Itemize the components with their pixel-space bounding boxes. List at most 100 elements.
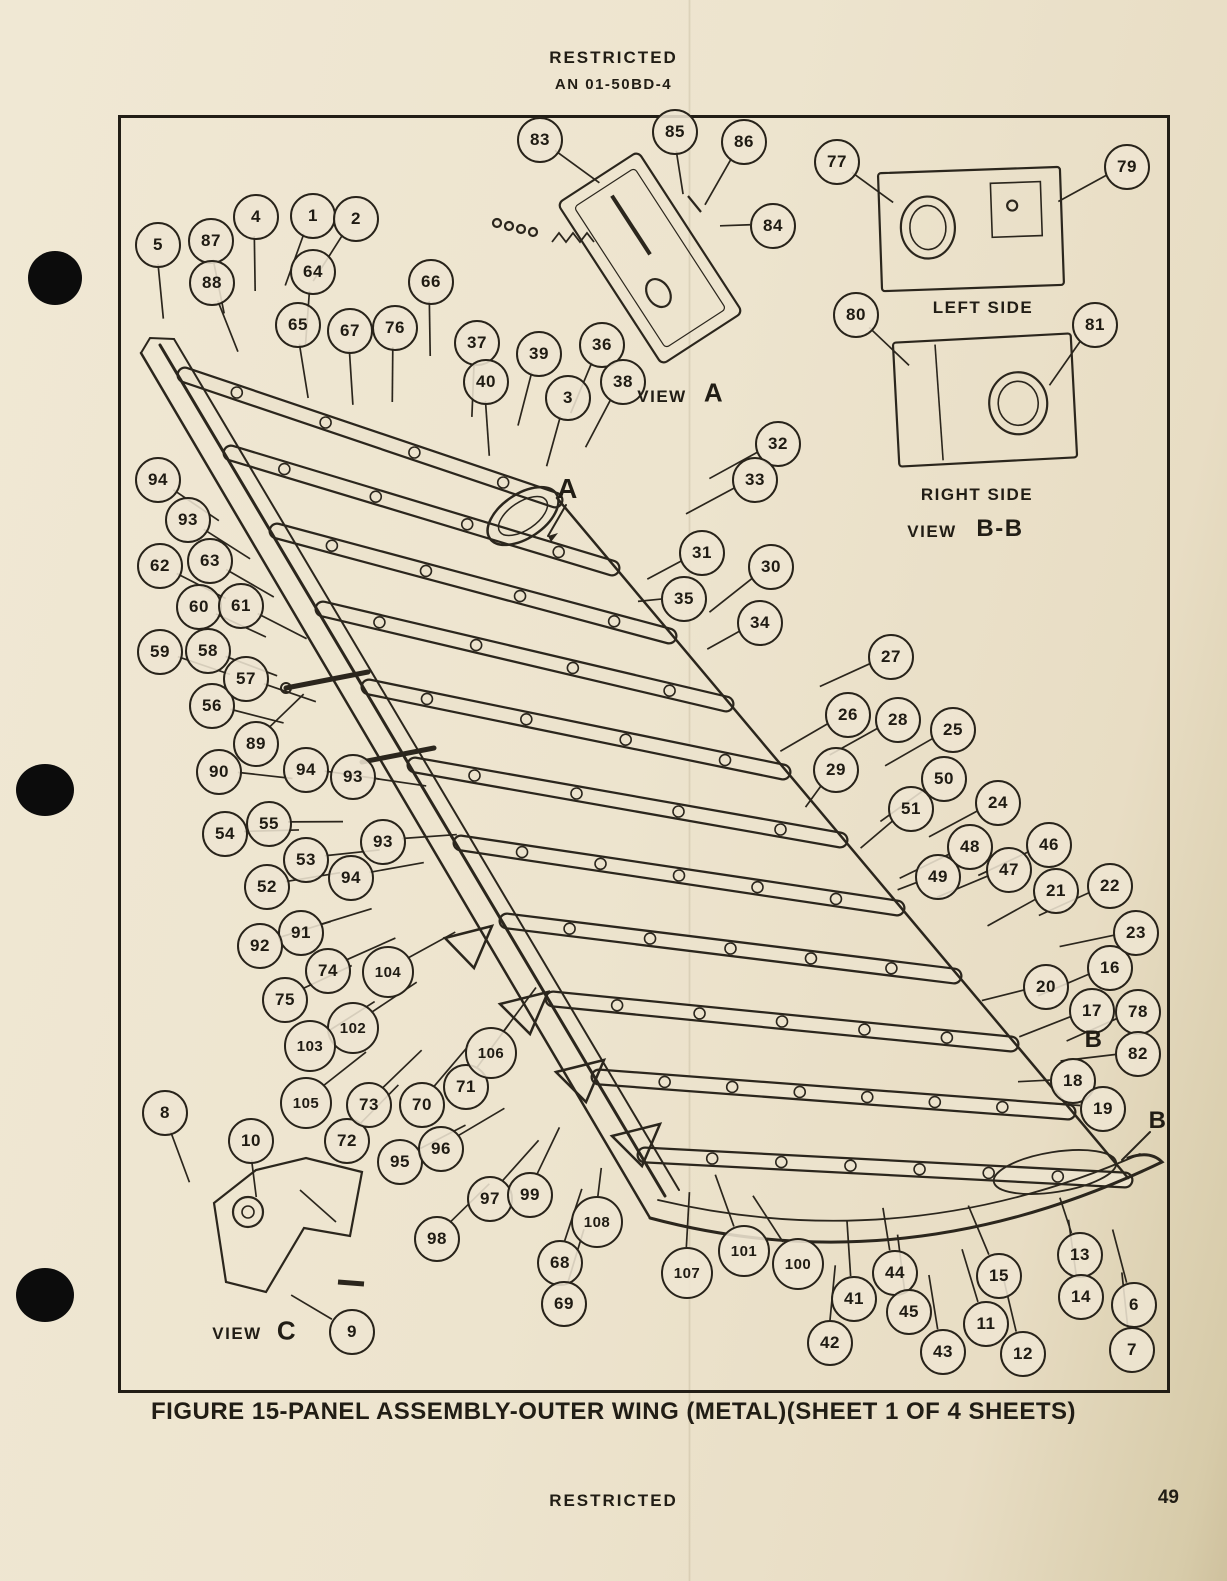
view-label-view: VIEW xyxy=(907,522,957,541)
leader-line xyxy=(1059,934,1114,948)
trailing-edge xyxy=(555,496,1130,1180)
callout-54: 54 xyxy=(202,811,248,857)
leader-line xyxy=(406,931,456,960)
leader-line xyxy=(884,737,934,767)
callout-19: 19 xyxy=(1080,1086,1126,1132)
leader-line xyxy=(268,693,305,729)
callout-55: 55 xyxy=(246,801,292,847)
leader-line xyxy=(675,150,684,195)
leader-line xyxy=(502,986,537,1033)
callout-98: 98 xyxy=(414,1216,460,1262)
callout-63: 63 xyxy=(187,538,233,584)
leader-line xyxy=(584,398,612,448)
callout-52: 52 xyxy=(244,864,290,910)
leader-line xyxy=(225,568,275,598)
callout-75: 75 xyxy=(262,977,308,1023)
callout-78: 78 xyxy=(1115,989,1161,1035)
callout-101: 101 xyxy=(718,1225,770,1277)
callout-5: 5 xyxy=(135,222,181,268)
leader-line xyxy=(157,263,165,319)
leader-line xyxy=(752,1195,784,1243)
leader-line xyxy=(704,157,733,206)
callout-29: 29 xyxy=(813,747,859,793)
callout-89: 89 xyxy=(233,721,279,767)
callout-23: 23 xyxy=(1113,910,1159,956)
callout-25: 25 xyxy=(930,707,976,753)
view-label-left-side: LEFT SIDE xyxy=(932,298,1034,317)
callout-73: 73 xyxy=(346,1082,392,1128)
leader-line xyxy=(981,989,1024,1002)
figure-caption: FIGURE 15-PANEL ASSEMBLY-OUTER WING (MET… xyxy=(151,1398,1076,1425)
callout-62: 62 xyxy=(137,543,183,589)
callout-68: 68 xyxy=(537,1240,583,1286)
callout-57: 57 xyxy=(223,656,269,702)
leader-line xyxy=(804,784,823,808)
view-label-a: A xyxy=(557,473,579,504)
callout-100: 100 xyxy=(772,1238,824,1290)
callout-26: 26 xyxy=(825,692,871,738)
leader-line xyxy=(860,819,894,849)
callout-107: 107 xyxy=(661,1247,713,1299)
callout-56: 56 xyxy=(189,683,235,729)
main-spar xyxy=(158,343,667,1198)
hinge-bracket xyxy=(497,990,551,1037)
leader-line xyxy=(851,171,894,204)
callout-60: 60 xyxy=(176,584,222,630)
callout-59: 59 xyxy=(137,629,183,675)
leader-line xyxy=(536,1127,561,1175)
callout-47: 47 xyxy=(986,847,1032,893)
callout-105: 105 xyxy=(280,1077,332,1129)
leader-line xyxy=(263,683,317,703)
callout-38: 38 xyxy=(600,359,646,405)
callout-64: 64 xyxy=(290,249,336,295)
view-c-detail xyxy=(212,1156,365,1294)
callout-94: 94 xyxy=(328,855,374,901)
leader-line xyxy=(967,1205,990,1255)
callout-74: 74 xyxy=(305,948,351,994)
callout-6: 6 xyxy=(1111,1282,1157,1328)
callout-106: 106 xyxy=(465,1027,517,1079)
callout-43: 43 xyxy=(920,1329,966,1375)
callout-33: 33 xyxy=(732,457,778,503)
leader-line xyxy=(371,777,427,787)
callout-91: 91 xyxy=(278,910,324,956)
leader-line xyxy=(369,861,424,874)
view-label-b: B xyxy=(1148,1107,1168,1134)
leader-line xyxy=(987,898,1037,927)
callout-99: 99 xyxy=(507,1172,553,1218)
leader-line xyxy=(846,1221,852,1277)
leader-line xyxy=(897,881,917,891)
leader-line xyxy=(1111,1229,1128,1283)
callout-83: 83 xyxy=(517,117,563,163)
leader-line xyxy=(216,300,239,352)
callout-85: 85 xyxy=(652,109,698,155)
callout-3: 3 xyxy=(545,375,591,421)
leader-line xyxy=(1017,1079,1051,1083)
callout-11: 11 xyxy=(963,1301,1009,1347)
punch-hole xyxy=(16,1268,74,1322)
callout-17: 17 xyxy=(1069,988,1115,1034)
callout-103: 103 xyxy=(284,1020,336,1072)
callout-95: 95 xyxy=(377,1139,423,1185)
callout-69: 69 xyxy=(541,1281,587,1327)
leader-line xyxy=(708,577,754,613)
callout-92: 92 xyxy=(237,923,283,969)
callout-12: 12 xyxy=(1000,1331,1046,1377)
leader-line xyxy=(298,343,309,399)
leader-line xyxy=(517,372,533,426)
callout-15: 15 xyxy=(976,1253,1022,1299)
callout-77: 77 xyxy=(814,139,860,185)
callout-93: 93 xyxy=(165,497,211,543)
callout-49: 49 xyxy=(915,854,961,900)
callout-9: 9 xyxy=(329,1309,375,1355)
leader-line xyxy=(1018,1015,1071,1038)
leading-edge xyxy=(139,351,652,1220)
callout-86: 86 xyxy=(721,119,767,165)
leader-line xyxy=(819,662,871,688)
callout-39: 39 xyxy=(516,331,562,377)
callout-27: 27 xyxy=(868,634,914,680)
view-label-c: C xyxy=(276,1315,298,1346)
callout-31: 31 xyxy=(679,530,725,576)
